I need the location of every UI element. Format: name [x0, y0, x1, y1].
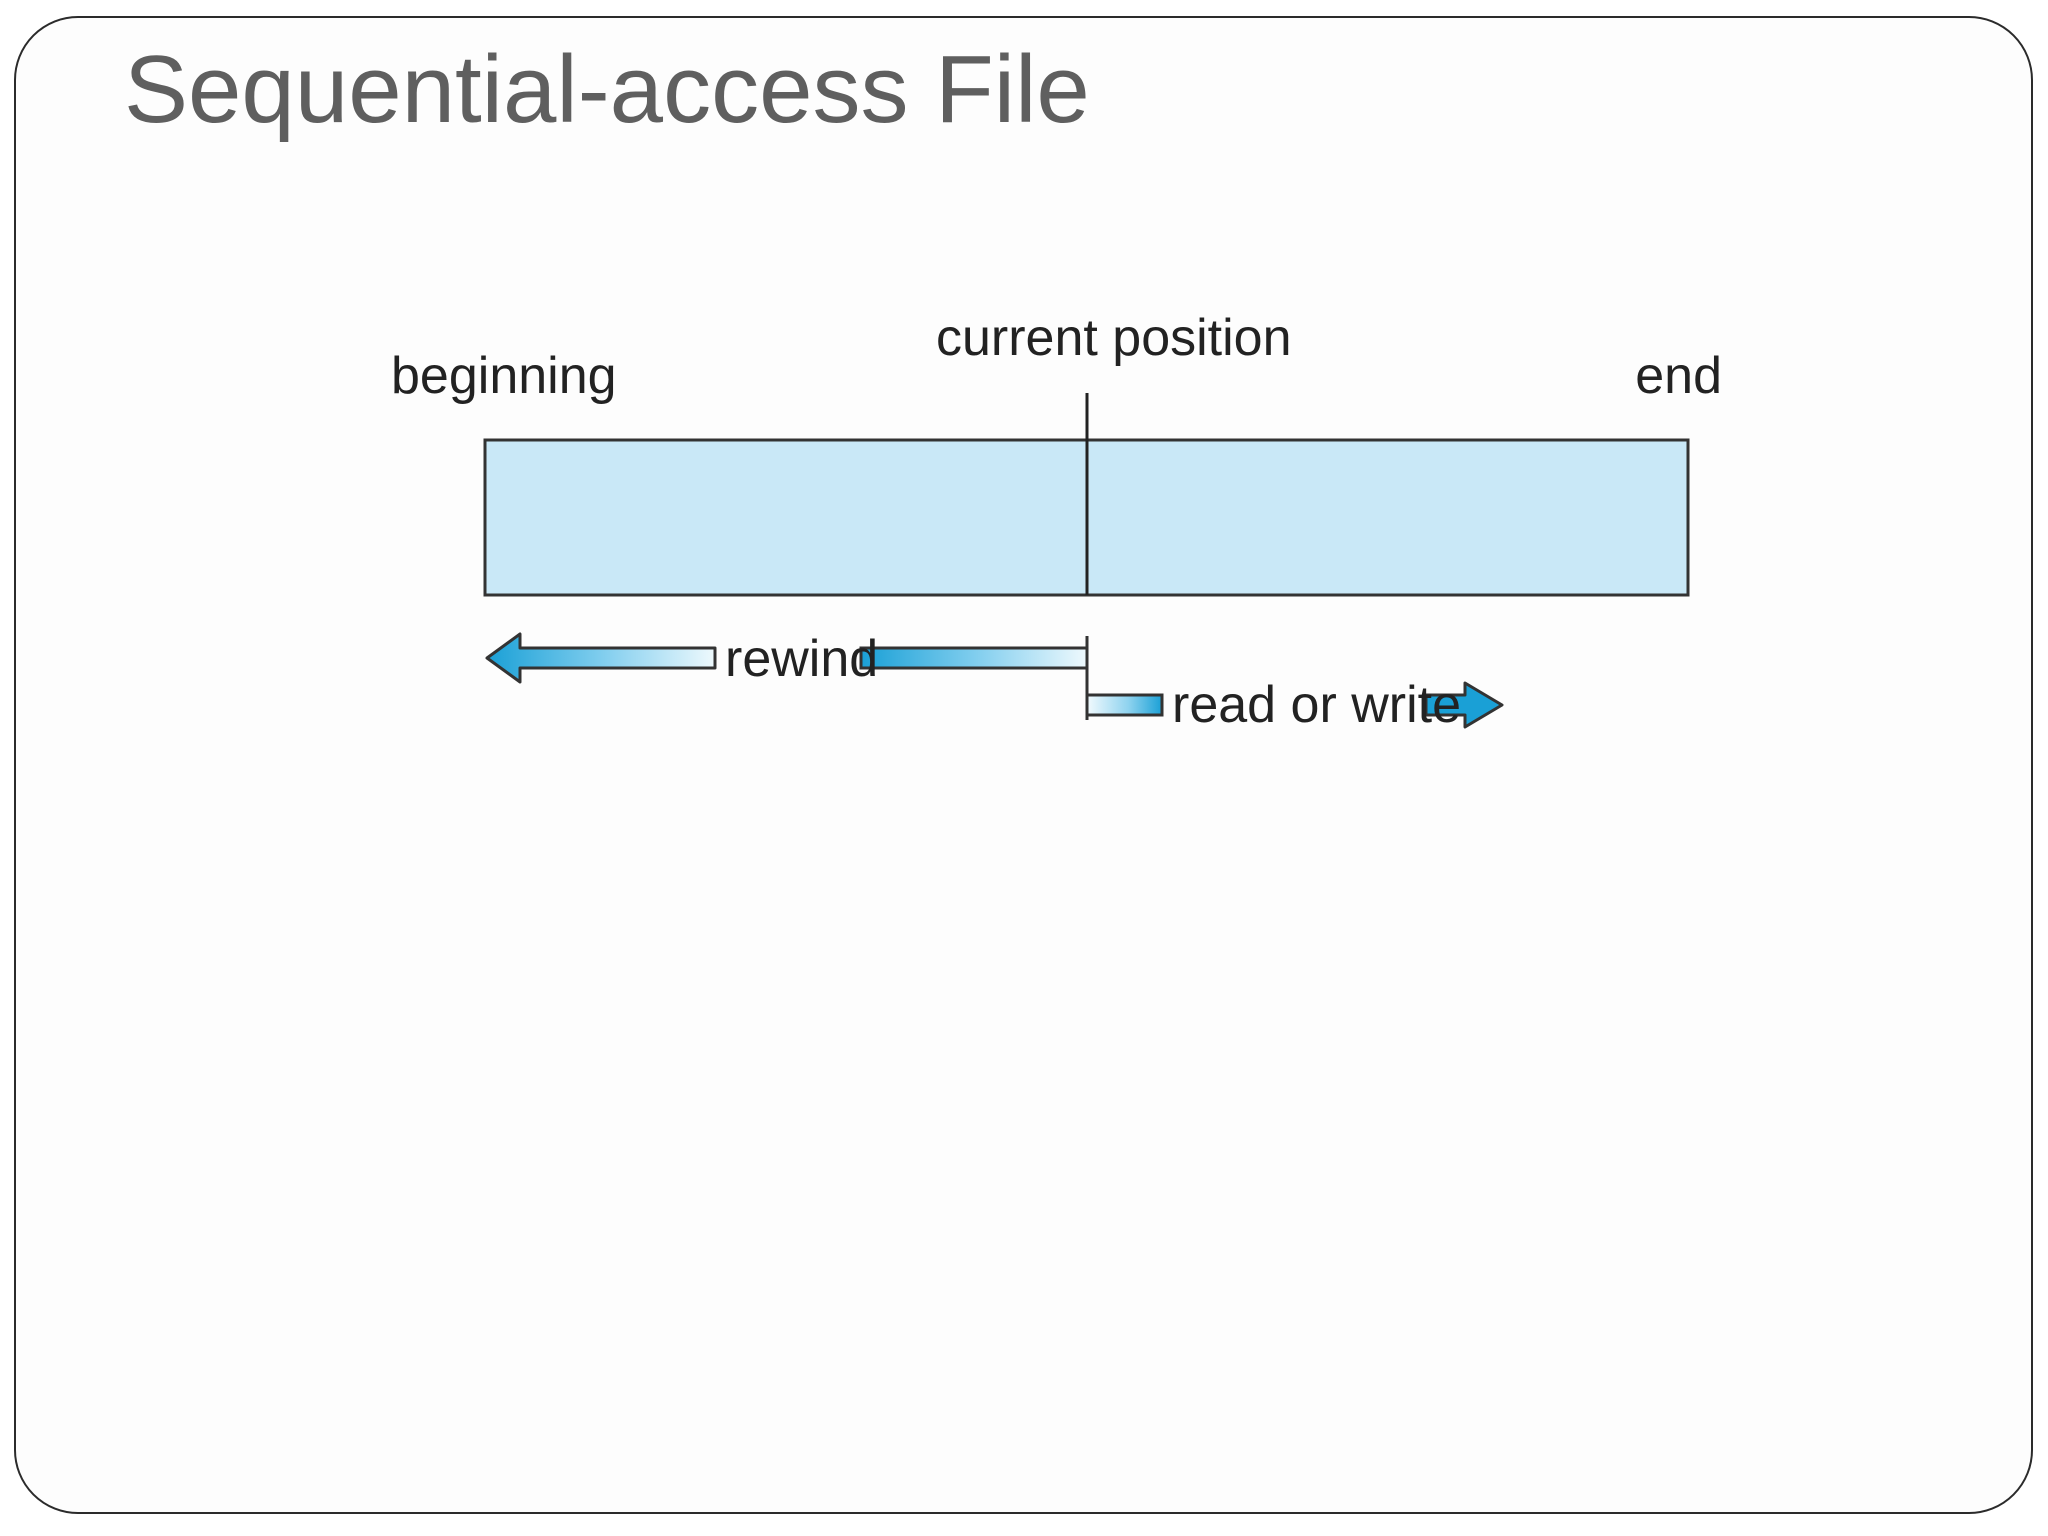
slide-frame	[14, 16, 2033, 1514]
read-or-write-label: read or write	[1172, 676, 1461, 734]
read-or-write-arrow	[1085, 681, 1504, 729]
slide-title: Sequential-access File	[124, 36, 1090, 143]
beginning-label: beginning	[391, 347, 617, 405]
current-position-label: current position	[936, 309, 1292, 367]
rewind-arrow	[485, 632, 1089, 720]
rewind-label: rewind	[725, 630, 878, 688]
end-label: end	[1635, 347, 1722, 405]
